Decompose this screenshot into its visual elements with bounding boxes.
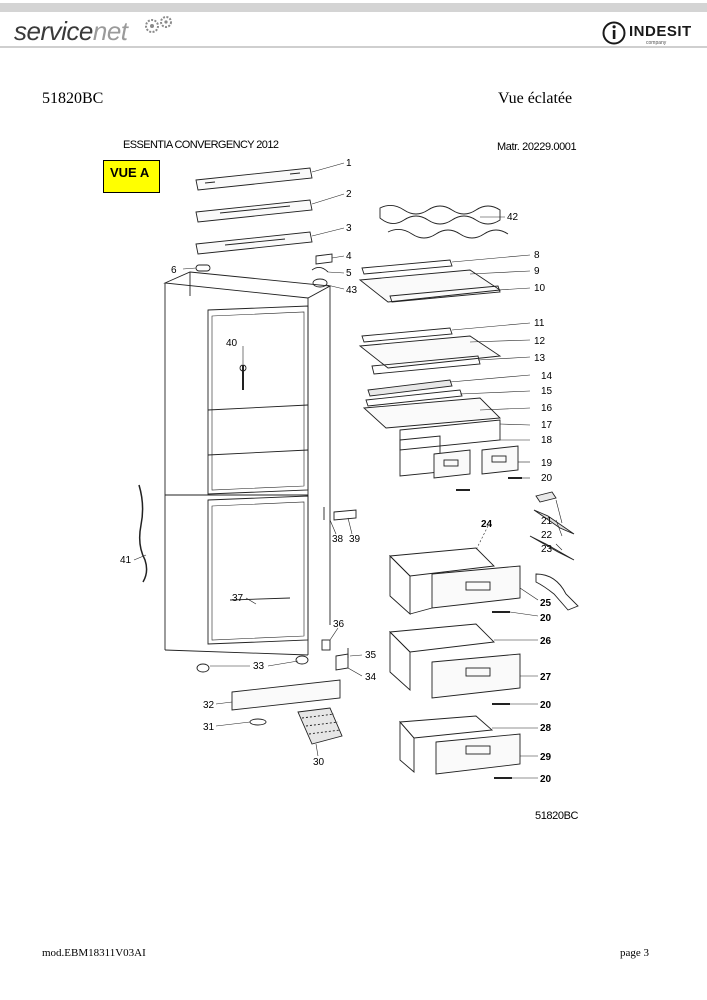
part-label: 33 bbox=[253, 661, 265, 672]
part-label: 24 bbox=[481, 519, 493, 530]
part-cable-41 bbox=[138, 484, 148, 583]
part-label: 41 bbox=[120, 555, 132, 566]
part-drawer-24-25 bbox=[389, 547, 521, 616]
part-label: 25 bbox=[540, 598, 552, 609]
part-label: 22 bbox=[541, 530, 553, 541]
indesit-logo-icon bbox=[602, 21, 626, 45]
part-label: 1 bbox=[346, 158, 352, 169]
part-feet-33 bbox=[196, 655, 309, 673]
part-label: 13 bbox=[534, 353, 546, 364]
model-number: 51820BC bbox=[42, 90, 104, 107]
part-label: 8 bbox=[534, 250, 540, 261]
part-bottle-rack-42 bbox=[379, 205, 509, 239]
part-label: 20 bbox=[540, 613, 552, 624]
page-title: Vue éclatée bbox=[498, 90, 573, 107]
part-small-43 bbox=[312, 278, 328, 288]
part-label: 27 bbox=[540, 672, 552, 683]
indesit-logo-text: INDESIT bbox=[629, 23, 692, 40]
part-label: 38 bbox=[332, 534, 344, 545]
part-label: 20 bbox=[540, 700, 552, 711]
part-label: 34 bbox=[365, 672, 377, 683]
part-label: 17 bbox=[541, 420, 553, 431]
indesit-logo: INDESIT company bbox=[602, 20, 702, 48]
part-label: 42 bbox=[507, 212, 519, 223]
leader-lines bbox=[133, 162, 563, 779]
part-label: 40 bbox=[226, 338, 238, 349]
part-small-4 bbox=[315, 253, 333, 265]
part-labels: 1 2 3 4 5 43 6 8 9 10 42 11 12 13 14 15 … bbox=[120, 158, 553, 785]
part-bracket-2 bbox=[195, 199, 313, 223]
part-label: 15 bbox=[541, 386, 553, 397]
part-plinth-32 bbox=[231, 679, 341, 711]
part-label: 35 bbox=[365, 650, 377, 661]
part-small-6 bbox=[195, 264, 211, 272]
part-label: 5 bbox=[346, 268, 352, 279]
part-grille-30 bbox=[297, 707, 343, 745]
cabinet-body bbox=[163, 271, 332, 656]
part-drawer-28-29 bbox=[399, 715, 521, 779]
servicenet-logo: servicenet bbox=[14, 14, 184, 48]
part-small-31 bbox=[249, 718, 267, 726]
part-small-5 bbox=[311, 267, 329, 273]
part-rails-21-23 bbox=[529, 491, 579, 611]
header-divider bbox=[0, 46, 707, 48]
servicenet-logo-text-1: service bbox=[14, 16, 93, 46]
part-label: 30 bbox=[313, 757, 325, 768]
footer-page-number: page 3 bbox=[620, 947, 650, 959]
header-bar bbox=[0, 3, 707, 12]
part-label: 20 bbox=[541, 473, 553, 484]
footer-doc-ref: mod.EBM18311V03AI bbox=[42, 947, 146, 959]
part-label: 43 bbox=[346, 285, 358, 296]
part-bracket-3 bbox=[195, 231, 313, 255]
part-drawer-26-27 bbox=[389, 623, 521, 705]
part-label: 9 bbox=[534, 266, 540, 277]
part-label: 26 bbox=[540, 636, 552, 647]
part-label: 37 bbox=[232, 593, 244, 604]
part-label: 32 bbox=[203, 700, 215, 711]
diagram-model-code: 51820BC bbox=[535, 810, 579, 822]
part-label: 2 bbox=[346, 189, 352, 200]
part-label: 16 bbox=[541, 403, 553, 414]
part-label: 12 bbox=[534, 336, 546, 347]
view-tag: VUE A bbox=[103, 160, 160, 193]
part-label: 31 bbox=[203, 722, 215, 733]
part-label: 23 bbox=[541, 544, 553, 555]
part-hinge-34-36 bbox=[321, 639, 349, 671]
series-name: ESSENTIA CONVERGENCY 2012 bbox=[123, 139, 279, 151]
part-label: 39 bbox=[349, 534, 361, 545]
part-label: 20 bbox=[540, 774, 552, 785]
part-shelf-11-13 bbox=[358, 327, 502, 375]
part-thermostat-40 bbox=[239, 364, 247, 390]
part-label: 10 bbox=[534, 283, 546, 294]
part-label: 36 bbox=[333, 619, 345, 630]
part-label: 14 bbox=[541, 371, 553, 382]
part-label: 21 bbox=[541, 516, 553, 527]
serial-number: Matr. 20229.0001 bbox=[497, 141, 577, 153]
part-shelf-8-10 bbox=[358, 259, 502, 303]
part-label: 4 bbox=[346, 251, 352, 262]
servicenet-logo-text-2: net bbox=[92, 16, 128, 46]
part-label: 11 bbox=[534, 318, 545, 329]
indesit-logo-subtext: company bbox=[646, 40, 667, 46]
part-label: 18 bbox=[541, 435, 553, 446]
gears-icon bbox=[145, 16, 172, 33]
part-bracket-1 bbox=[195, 167, 313, 191]
part-label: 19 bbox=[541, 458, 553, 469]
part-label: 29 bbox=[540, 752, 552, 763]
part-label: 28 bbox=[540, 723, 552, 734]
part-label: 6 bbox=[171, 265, 177, 276]
part-crisper-17-19 bbox=[399, 419, 522, 491]
part-hinge-38-39 bbox=[323, 507, 357, 521]
part-label: 3 bbox=[346, 223, 352, 234]
part-cover-14-16 bbox=[362, 379, 502, 429]
